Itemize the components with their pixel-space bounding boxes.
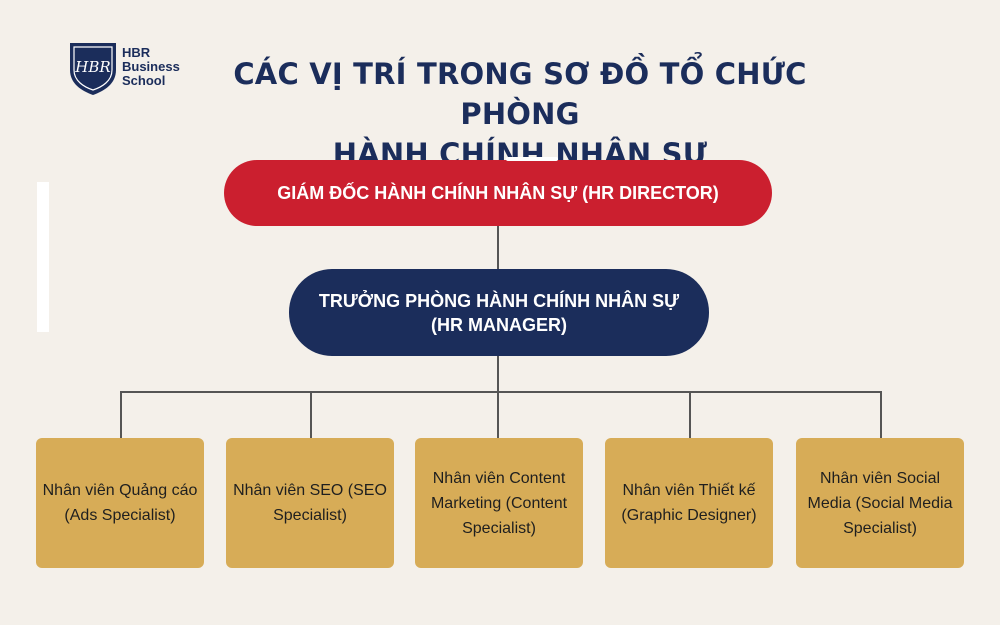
staff-ads-specialist-label: Nhân viên Quảng cáo (Ads Specialist) — [42, 482, 198, 524]
connector-director-manager — [497, 226, 499, 269]
decorative-strip — [37, 182, 49, 332]
staff-seo-specialist-node: Nhân viên SEO (SEO Specialist) — [226, 438, 394, 568]
staff-graphic-designer-node: Nhân viên Thiết kế (Graphic Designer) — [605, 438, 773, 568]
connector-horizontal — [120, 391, 882, 393]
staff-graphic-designer-label: Nhân viên Thiết kế (Graphic Designer) — [621, 482, 757, 524]
staff-content-specialist-label: Nhân viên Content Marketing (Content Spe… — [430, 469, 568, 537]
hr-director-node: GIÁM ĐỐC HÀNH CHÍNH NHÂN SỰ (HR DIRECTOR… — [224, 160, 772, 226]
page-title: CÁC VỊ TRÍ TRONG SƠ ĐỒ TỔ CHỨC PHÒNG HÀN… — [190, 54, 850, 174]
staff-content-specialist-node: Nhân viên Content Marketing (Content Spe… — [415, 438, 583, 568]
connector-staff-2 — [310, 391, 312, 438]
staff-social-media-specialist-node: Nhân viên Social Media (Social Media Spe… — [796, 438, 964, 568]
title-line-1: CÁC VỊ TRÍ TRONG SƠ ĐỒ TỔ CHỨC PHÒNG — [233, 57, 807, 131]
director-notch — [506, 157, 558, 161]
hr-manager-label: TRƯỞNG PHÒNG HÀNH CHÍNH NHÂN SỰ (HR MANA… — [318, 290, 680, 335]
connector-staff-5 — [880, 391, 882, 438]
staff-social-media-specialist-label: Nhân viên Social Media (Social Media Spe… — [807, 469, 953, 537]
connector-staff-4 — [689, 391, 691, 438]
logo-monogram: HBR — [74, 58, 110, 76]
logo-line-2: Business — [122, 59, 180, 74]
staff-ads-specialist-node: Nhân viên Quảng cáo (Ads Specialist) — [36, 438, 204, 568]
hr-manager-node: TRƯỞNG PHÒNG HÀNH CHÍNH NHÂN SỰ (HR MANA… — [289, 269, 709, 356]
logo-line-1: HBR — [122, 45, 151, 60]
staff-seo-specialist-label: Nhân viên SEO (SEO Specialist) — [233, 482, 387, 524]
connector-staff-1 — [120, 391, 122, 438]
logo-wordmark: HBR Business School — [122, 46, 202, 88]
logo-line-3: School — [122, 73, 166, 88]
connector-manager-trunk — [497, 356, 499, 438]
hr-director-label: GIÁM ĐỐC HÀNH CHÍNH NHÂN SỰ (HR DIRECTOR… — [277, 182, 719, 203]
hbr-shield-logo: HBR — [70, 43, 116, 95]
